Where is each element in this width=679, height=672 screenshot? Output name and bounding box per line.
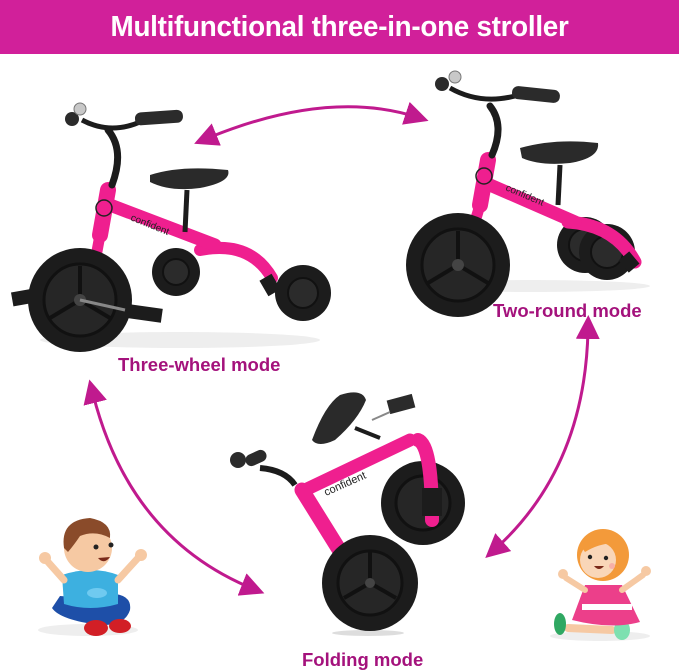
page-title: Multifunctional three-in-one stroller xyxy=(110,10,569,43)
arrow-two-to-folding xyxy=(485,315,600,558)
folding-mode-label: Folding mode xyxy=(302,649,424,670)
arrow-three-to-two xyxy=(194,101,429,146)
arrow-three-to-folding xyxy=(83,379,265,596)
three-wheel-mode-label: Three-wheel mode xyxy=(118,354,281,375)
header-banner: Multifunctional three-in-one stroller xyxy=(0,0,679,54)
two-round-mode-label: Two-round mode xyxy=(493,300,642,321)
